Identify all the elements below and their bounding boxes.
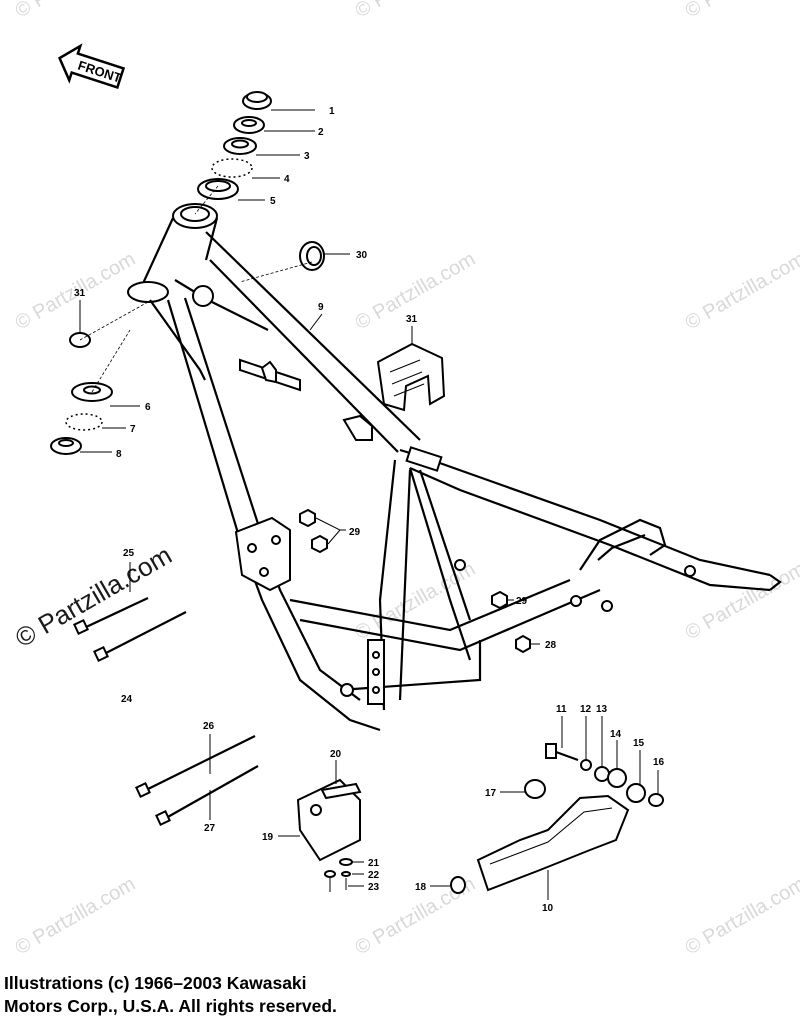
- callout-7: 7: [130, 424, 136, 435]
- watermark: © Partzilla.com: [682, 248, 800, 334]
- callout-13: 13: [596, 704, 608, 715]
- callout-23: 23: [368, 882, 380, 893]
- callout-9: 9: [318, 302, 324, 313]
- callout-19: 19: [262, 832, 274, 843]
- steering-stack: [197, 91, 272, 200]
- part-29-nuts: [299, 508, 531, 654]
- watermark: © Partzilla.com: [682, 0, 800, 22]
- pivot-hardware: [545, 743, 664, 807]
- steel-balls: [211, 158, 253, 178]
- callout-16: 16: [653, 757, 665, 768]
- copyright-notice: Illustrations (c) 1966–2003 Kawasaki Mot…: [4, 972, 337, 1018]
- callout-29-lower: 29: [516, 596, 528, 607]
- callout-10: 10: [542, 903, 554, 914]
- part-30-seal: [299, 241, 325, 271]
- callout-3: 3: [304, 151, 310, 162]
- upper-cone-race: [223, 137, 257, 155]
- upper-ball-race: [197, 178, 239, 200]
- watermark: © Partzilla.com: [12, 0, 140, 22]
- bolts-26-27: [135, 735, 259, 826]
- callout-27: 27: [204, 823, 216, 834]
- watermark: © Partzilla.com: [352, 0, 480, 22]
- callout-14: 14: [610, 729, 622, 740]
- callout-12: 12: [580, 704, 592, 715]
- callout-31-left: 31: [74, 288, 86, 299]
- copyright-line-2: Motors Corp., U.S.A. All rights reserved…: [4, 996, 337, 1016]
- callout-2: 2: [318, 127, 324, 138]
- callout-8: 8: [116, 449, 122, 460]
- callout-30: 30: [356, 250, 368, 261]
- front-arrow: FRONT: [57, 43, 126, 89]
- callout-21: 21: [368, 858, 380, 869]
- callout-11: 11: [556, 704, 567, 715]
- callout-5: 5: [270, 196, 276, 207]
- callout-6: 6: [145, 402, 151, 413]
- motorcycle-frame: [127, 203, 782, 732]
- callout-4: 4: [284, 174, 290, 185]
- locknut: [233, 116, 265, 134]
- watermark: © Partzilla.com: [12, 873, 140, 959]
- stem-nut: [242, 91, 272, 110]
- part-31-cover: [376, 342, 446, 412]
- callout-26: 26: [203, 721, 215, 732]
- lower-bearing-stack: [50, 382, 113, 455]
- bolts-24-25: [73, 597, 187, 662]
- callout-29-upper: 29: [349, 527, 361, 538]
- watermark-layer: © Partzilla.com © Partzilla.com © Partzi…: [10, 0, 800, 959]
- watermark-prominent: © Partzilla.com: [10, 540, 177, 654]
- callout-24: 24: [121, 694, 133, 705]
- watermark: © Partzilla.com: [682, 873, 800, 959]
- callout-labels: 1 2 3 4 5 30 9 31 31 6 7 8 29 25 29 28 2…: [74, 106, 665, 914]
- copyright-line-1: Illustrations (c) 1966–2003 Kawasaki: [4, 973, 307, 993]
- callout-22: 22: [368, 870, 380, 881]
- callout-25: 25: [123, 548, 135, 559]
- part-19-bracket: [296, 778, 362, 892]
- callout-18: 18: [415, 882, 427, 893]
- callout-20: 20: [330, 749, 342, 760]
- leader-lines: [79, 109, 659, 900]
- callout-31-right: 31: [406, 314, 418, 325]
- part-10-chainguard: [450, 779, 630, 894]
- callout-1: 1: [329, 106, 335, 117]
- watermark: © Partzilla.com: [682, 558, 800, 644]
- callout-15: 15: [633, 738, 645, 749]
- callout-17: 17: [485, 788, 497, 799]
- callout-28: 28: [545, 640, 557, 651]
